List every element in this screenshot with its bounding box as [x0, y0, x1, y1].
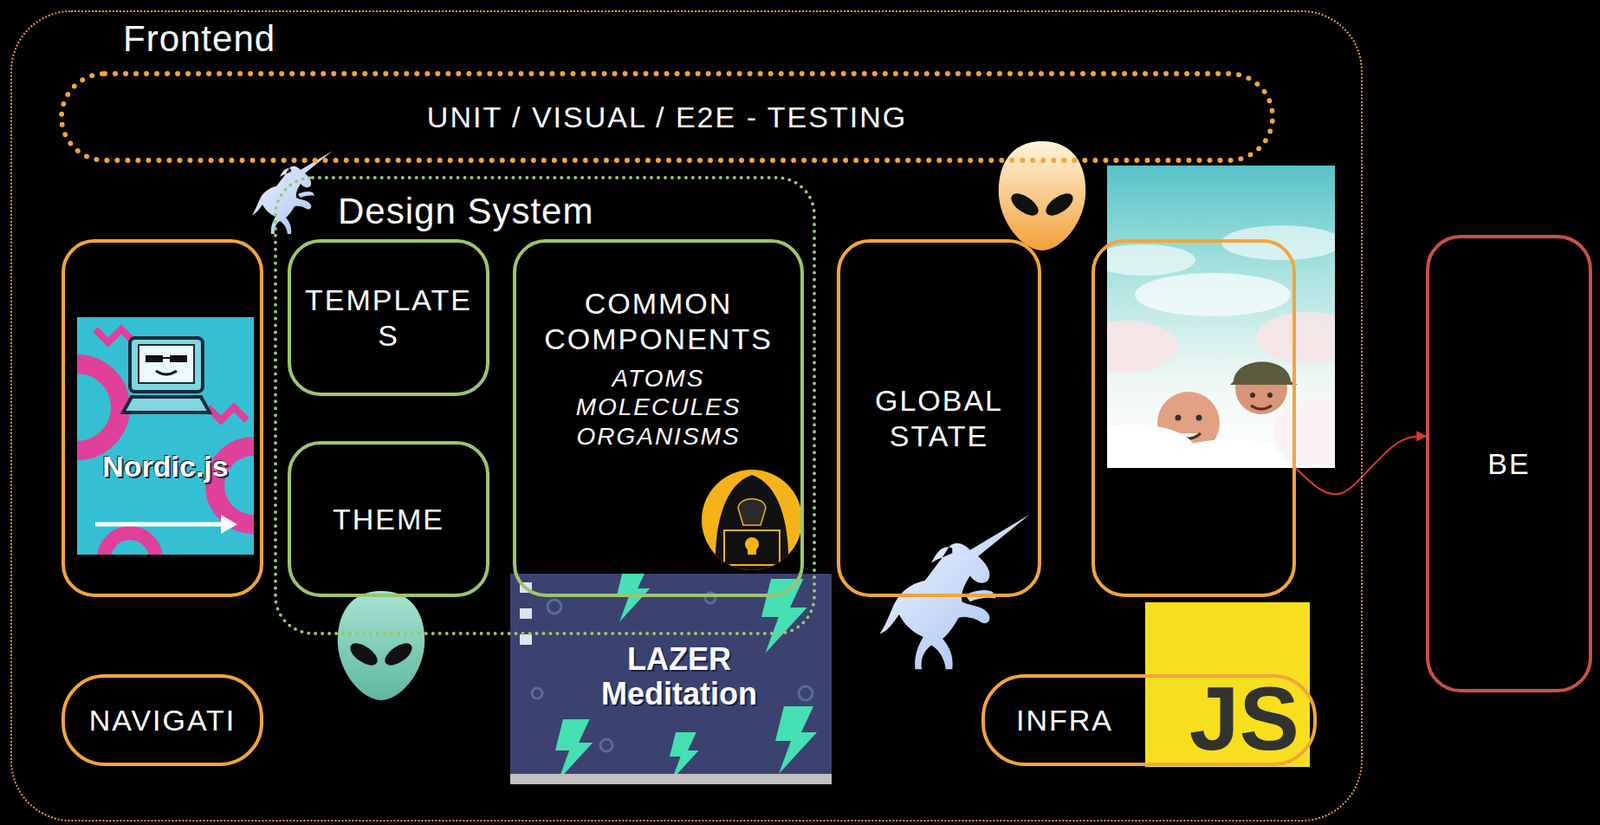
alien-icon: [381, 638, 416, 669]
unicorn-figure: [880, 514, 1030, 670]
logo-text-box: JS: [1145, 602, 1310, 767]
alien-icon: [1042, 188, 1077, 220]
unicorn-figure: [252, 150, 333, 234]
clouds-photo: [1107, 320, 1179, 373]
design-system-group: Design SystemTEMPLATES THEME COMMON COMPON…: [273, 175, 817, 635]
lazer-photo: [519, 582, 532, 593]
unicorn-figure: [252, 150, 333, 234]
clouds-photo: [1221, 225, 1335, 260]
navigation-box: NAVIGATI: [61, 673, 264, 766]
nordic-photo: [169, 355, 188, 363]
lazer-photo: [519, 608, 532, 619]
js-logo: [1145, 602, 1310, 767]
group-heading: Frontend: [123, 17, 276, 61]
node-label: GLOBAL STATE: [840, 382, 1038, 454]
node-label: THEME: [325, 501, 452, 538]
clouds-photo: [1250, 392, 1256, 398]
nordic-photo: [220, 514, 238, 534]
slide-title-box: LAZER Meditation: [579, 637, 779, 716]
hacker-icon: [724, 530, 780, 565]
hacker-icon: [747, 549, 757, 555]
clouds-photo: [1107, 244, 1196, 276]
nordic-photo: [123, 396, 210, 413]
clouds-photo: [1175, 414, 1182, 422]
lazer-photo: [555, 719, 593, 780]
node-label: NAVIGATI: [82, 702, 244, 739]
alien-icon: [337, 590, 425, 700]
node-label: COMMON COMPONENTS: [516, 285, 801, 357]
node-label: TEMPLATES: [291, 282, 486, 354]
logo-text-box: Nordic.js: [77, 441, 254, 491]
node-label: INFRA: [1009, 702, 1121, 739]
nordic-photo: [95, 329, 135, 343]
lazer-photo: [600, 738, 613, 752]
app-shell-box: [61, 239, 264, 597]
state-box: GLOBAL STATE: [836, 239, 1042, 597]
testing-band: UNIT / VISUAL / E2E - TESTING: [58, 71, 1276, 163]
alien-icon: [998, 141, 1086, 251]
nordic-photo: [77, 363, 121, 451]
slide-title: LAZER Meditation: [579, 641, 779, 711]
node-label: BE: [1480, 446, 1537, 482]
nordic-photo: [162, 356, 170, 359]
backend-box: BE: [1425, 234, 1593, 693]
lazer-photo: [798, 686, 813, 700]
lazer-photo: [510, 573, 832, 784]
js-logo: [1145, 602, 1310, 767]
lazer-photo: [761, 578, 808, 654]
nordic-photo: [103, 532, 156, 555]
node-label: UNIT / VISUAL / E2E - TESTING: [420, 99, 914, 136]
clouds-photo: [1273, 398, 1335, 468]
module-box: [1091, 239, 1296, 597]
lazer-photo: [510, 773, 832, 784]
alien-icon: [337, 590, 425, 700]
theme-box: THEME: [287, 440, 490, 597]
templates-box: TEMPLATES: [287, 239, 490, 396]
lazer-photo: [616, 573, 650, 622]
nordic-photo: [95, 522, 221, 527]
clouds-photo: [1267, 392, 1273, 398]
hacker-icon: [744, 537, 759, 551]
components-box: COMMON COMPONENTSATOMS MOLECULES ORGANIS…: [512, 239, 804, 597]
lazer-photo: [775, 706, 817, 774]
alien-icon: [998, 141, 1086, 251]
nordic-photo: [77, 317, 254, 555]
clouds-photo: [1230, 362, 1298, 386]
nordic-photo: [145, 355, 163, 363]
lazer-photo: [531, 687, 543, 699]
clouds-photo: [1134, 272, 1291, 317]
lazer-photo: [519, 634, 532, 645]
unicorn-figure: [880, 514, 1030, 670]
lazer-photo: [547, 599, 562, 614]
clouds-photo: [1107, 165, 1335, 468]
alien-icon: [1007, 188, 1043, 220]
nordic-photo: [207, 407, 247, 421]
nordic-photo: [138, 344, 195, 383]
clouds-photo: [1250, 405, 1272, 409]
clouds-photo: [1196, 414, 1203, 422]
logo-text: JS: [1189, 673, 1300, 764]
hacker-icon: [738, 498, 766, 526]
group-heading: Design System: [337, 189, 594, 234]
nordic-photo: [155, 370, 177, 375]
hacker-icon: [715, 474, 789, 572]
hacker-icon: [715, 474, 789, 572]
lazer-photo: [510, 573, 832, 784]
nordic-photo: [129, 337, 203, 392]
lazer-photo: [669, 731, 700, 780]
logo-text: Nordic.js: [102, 449, 228, 484]
alien-icon: [346, 638, 382, 669]
connector-arrow: [1295, 435, 1426, 494]
node-label: ATOMS MOLECULES ORGANISMS: [554, 363, 763, 452]
hacker-icon: [701, 469, 803, 572]
